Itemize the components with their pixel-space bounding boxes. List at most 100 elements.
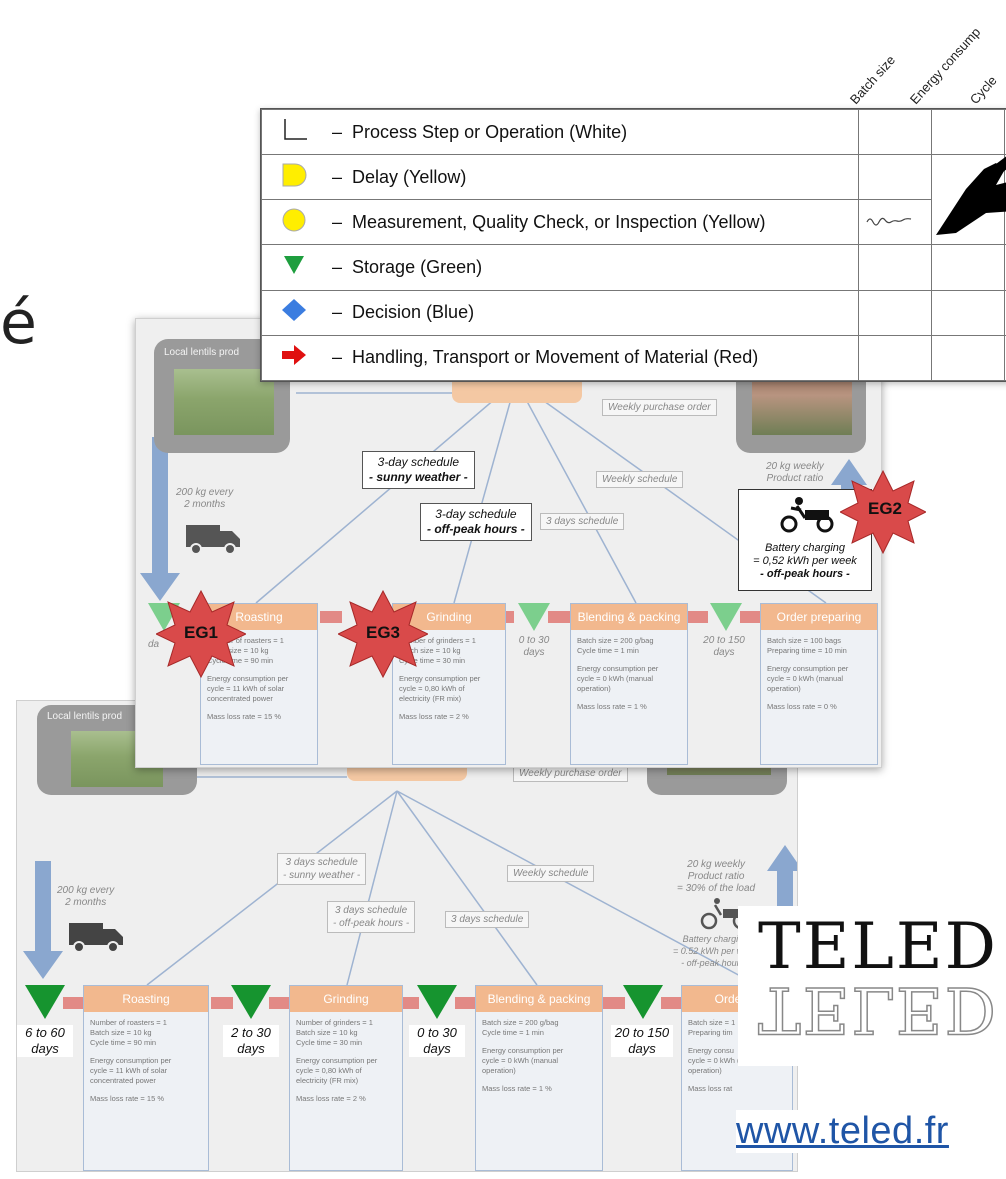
- schedule-line: 3 days schedule: [285, 857, 358, 868]
- step-line: electricity (FR mix): [399, 694, 462, 703]
- battery-line: = 0.52 kWh per week: [673, 946, 758, 956]
- field-photo: [174, 369, 274, 435]
- truck-icon: [69, 923, 123, 953]
- qty-line: Product ratio: [766, 473, 824, 484]
- storage-triangle: [518, 603, 550, 631]
- legend-table: – Process Step or Operation (White) – De…: [260, 108, 1006, 382]
- three-days-schedule-label: 3 days schedule: [540, 513, 625, 530]
- step-line: Preparing time = 10 min: [767, 646, 847, 655]
- transport-arrow: [63, 997, 85, 1009]
- step-line: Energy consumption per: [296, 1056, 378, 1065]
- step-line: Mass loss rate = 1 %: [577, 702, 647, 711]
- schedule-line: - sunny weather -: [283, 870, 361, 881]
- battery-label: Battery charging = 0,52 kWh per week - o…: [739, 542, 871, 581]
- weekly-schedule-label: Weekly schedule: [507, 865, 595, 882]
- delay-icon: [282, 163, 307, 187]
- legend-row-transport: – Handling, Transport or Movement of Mat…: [261, 334, 1006, 382]
- storage-triangle: [25, 985, 65, 1019]
- legend-row-decision: – Decision (Blue): [261, 289, 1006, 336]
- days-line: 0 to 30: [417, 1025, 457, 1040]
- process-step-blending: Blending & packing Batch size = 200 g/ba…: [475, 985, 603, 1171]
- step-line: Energy consumption per: [577, 664, 659, 673]
- transport-arrow: [548, 611, 570, 623]
- qty-line: 20 kg weekly: [687, 859, 745, 870]
- legend-label: Decision (Blue): [352, 302, 475, 323]
- legend-dash: –: [332, 257, 343, 278]
- days-line: days: [31, 1041, 59, 1056]
- supply-quantity-label: 200 kg every 2 months: [57, 885, 114, 909]
- weekly-quantity-label: 20 kg weekly Product ratio = 30% of the …: [677, 859, 755, 895]
- step-line: cycle = 0 kWh (manual: [482, 1056, 559, 1065]
- supplier-label: Local lentils prod: [164, 347, 240, 358]
- transport-arrow: [686, 611, 708, 623]
- weekly-purchase-order-label: Weekly purchase order: [602, 399, 717, 416]
- step-line: Batch size = 10 kg: [399, 646, 461, 655]
- step-line: Cycle time = 90 min: [90, 1038, 157, 1047]
- step-line: electricity (FR mix): [296, 1076, 359, 1085]
- eg2-starburst: [840, 469, 926, 555]
- brand-block: TELED TELED: [738, 906, 1006, 1066]
- transport-arrow: [455, 997, 477, 1009]
- storage-triangle: [623, 985, 663, 1019]
- weekly-quantity-label: 20 kg weekly Product ratio: [766, 461, 824, 485]
- storage-icon: [284, 256, 304, 275]
- transport-icon: [282, 345, 306, 366]
- schedule-line: - off-peak hours -: [427, 522, 525, 536]
- squiggle-icon: [866, 217, 912, 226]
- brand-name: TELED: [758, 910, 998, 984]
- eg1-starburst: [156, 589, 246, 679]
- step-line: Energy consumption per: [482, 1046, 564, 1055]
- step-title: Roasting: [84, 986, 208, 1012]
- transport-arrow: [320, 611, 342, 623]
- schedule-line: - sunny weather -: [369, 470, 468, 484]
- storage-triangle: [710, 603, 742, 631]
- step-line: Batch size = 100 bags: [767, 636, 842, 645]
- decision-icon: [282, 299, 306, 322]
- measurement-icon: [282, 208, 306, 232]
- step-line: operation): [482, 1066, 516, 1075]
- step-line: operation): [767, 684, 801, 693]
- process-step-icon: [284, 118, 307, 140]
- days-line: days: [423, 1041, 451, 1056]
- step-line: Batch size = 10 kg: [296, 1028, 358, 1037]
- step-line: cycle = 0,80 kWh of: [399, 684, 465, 693]
- eg3-label: EG3: [365, 623, 401, 642]
- step-line: concentrated power: [90, 1076, 156, 1085]
- step-line: Cycle time = 30 min: [399, 656, 466, 665]
- schedule-line: 3-day schedule: [377, 455, 460, 469]
- transport-arrow: [740, 611, 762, 623]
- website-link[interactable]: www.teled.fr: [736, 1110, 949, 1153]
- days-line: days: [713, 647, 735, 658]
- transport-arrow: [211, 997, 233, 1009]
- legend-label: Delay (Yellow): [352, 166, 467, 187]
- step-line: Number of roasters = 1: [90, 1018, 167, 1027]
- legend-dash: –: [332, 121, 343, 142]
- step-line: Mass loss rate = 15 %: [207, 712, 281, 721]
- step-line: cycle = 0 kWh (manual: [688, 1056, 765, 1065]
- step-line: Batch size = 10 kg: [90, 1028, 152, 1037]
- truck-icon: [186, 525, 240, 555]
- qty-line: 20 kg weekly: [766, 461, 824, 472]
- step-line: Energy consumption per: [767, 664, 849, 673]
- step-line: cycle = 0 kWh (manual: [767, 674, 844, 683]
- legend-dash: –: [332, 347, 343, 368]
- storage-days-label: da: [148, 639, 160, 650]
- schedule-sunny-label: 3-day schedule - sunny weather -: [362, 451, 475, 489]
- step-line: cycle = 11 kWh of solar: [207, 684, 285, 693]
- step-title: Blending & packing: [571, 604, 687, 630]
- three-days-schedule-label: 3 days schedule: [445, 911, 530, 928]
- signing-hand-icon: [936, 156, 1006, 236]
- step-line: cycle = 0 kWh (manual: [577, 674, 654, 683]
- days-line: 2 to 30: [231, 1025, 271, 1040]
- step-line: Mass loss rate = 1 %: [482, 1084, 552, 1093]
- step-line: Batch size = 200 g/bag: [577, 636, 654, 645]
- battery-line: - off-peak hours -: [760, 568, 850, 580]
- step-line: Mass loss rate = 2 %: [399, 712, 469, 721]
- days-line: days: [523, 647, 545, 658]
